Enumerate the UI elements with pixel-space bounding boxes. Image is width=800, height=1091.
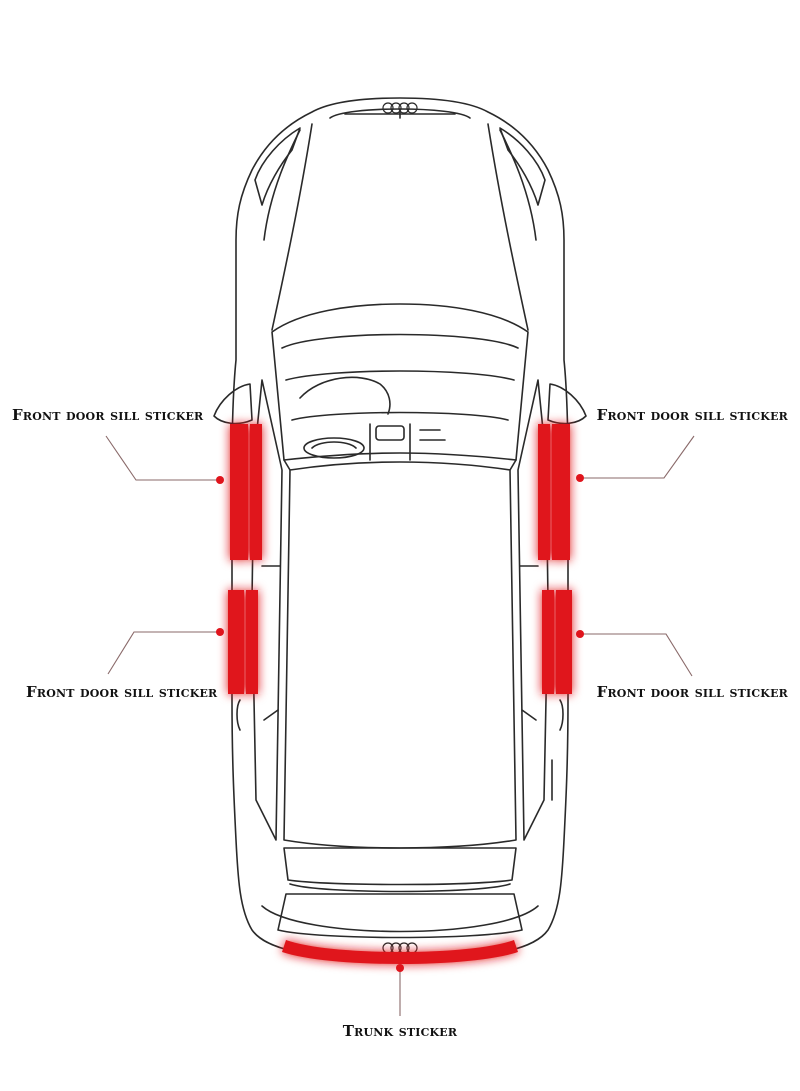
windshield [271,303,529,461]
label-trunk-sticker: Trunk sticker [342,1022,458,1040]
dot-front-right [576,474,584,482]
sticker-rear-right-outer [556,590,572,694]
dot-rear-right [576,630,584,638]
sticker-rear-left-inner [246,590,258,694]
sticker-front-left-outer [230,424,248,560]
leader-dots [216,474,584,972]
leader-front-left [105,435,220,481]
label-front-right-sticker: Front door sill sticker [596,406,788,424]
front-emblem [382,102,418,114]
sticker-rear-right-inner [542,590,554,694]
sticker-trunk [282,940,518,964]
label-rear-left-sticker: Front door sill sticker [26,683,218,701]
dot-rear-left [216,628,224,636]
dot-front-left [216,476,224,484]
leader-front-right [580,435,695,479]
stickers [228,424,572,964]
car-outline [213,97,587,963]
sticker-front-left-inner [250,424,262,560]
trunk-lid [277,893,523,939]
sticker-front-right-inner [538,424,550,560]
label-rear-right-sticker: Front door sill sticker [596,683,788,701]
roof [283,461,517,849]
leader-rear-right [580,633,693,677]
leader-lines [105,435,695,1016]
leader-rear-left [107,631,220,675]
label-front-left-sticker: Front door sill sticker [12,406,204,424]
steering-wheel [303,437,365,459]
rear-window [283,847,517,886]
mirror-left [213,383,253,425]
headlight-right [499,127,546,206]
car-body-outline [231,97,569,963]
mirror-right [547,383,587,425]
headlight-left [254,127,301,206]
dashboard [285,370,515,381]
dot-trunk [396,964,404,972]
rear-emblem [382,942,418,954]
sticker-rear-left-outer [228,590,244,694]
sticker-front-right-outer [552,424,570,560]
